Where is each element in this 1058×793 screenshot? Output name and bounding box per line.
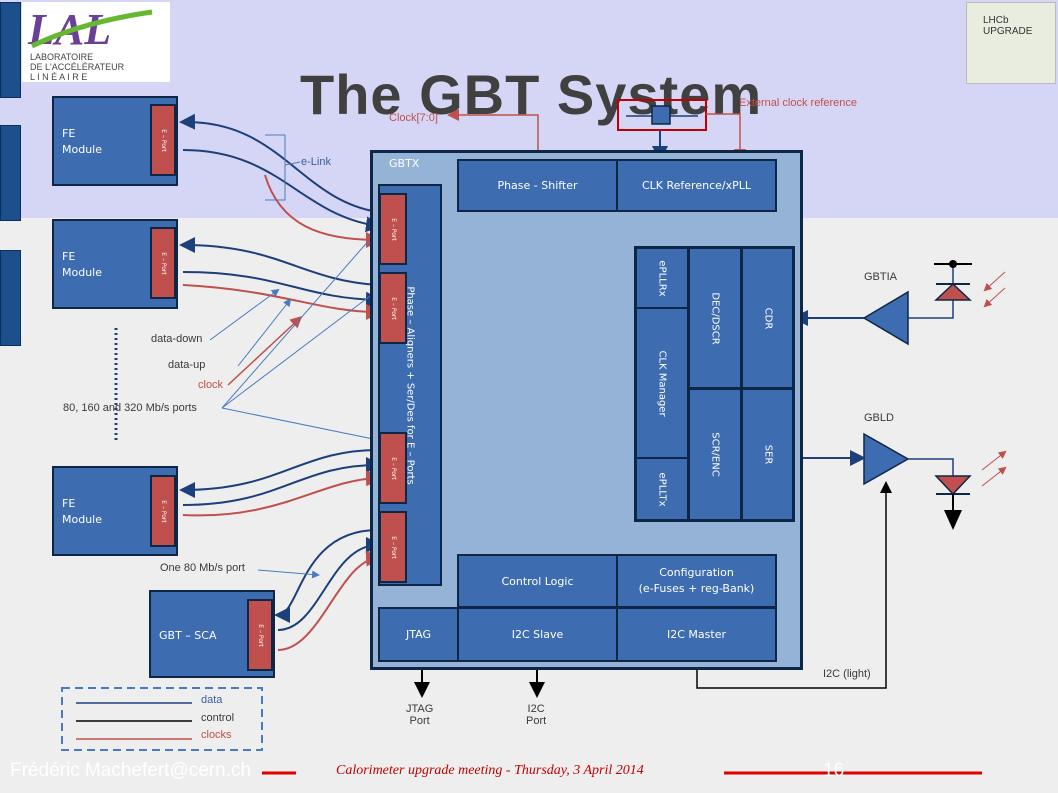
eplltx-block: ePLLTx	[636, 458, 688, 520]
clock-label: clock	[198, 379, 224, 391]
gbtx-eport: E – Port	[379, 511, 407, 583]
port-rates-label: 80, 160 and 320 Mb/s ports	[63, 402, 197, 414]
elink-label: e-Link	[301, 156, 331, 168]
lal-logo: LAL LABORATOIRE DE L'ACCÉLÉRATEUR L I N …	[22, 2, 170, 82]
external-clock-label: External clock reference	[739, 97, 857, 109]
gbtx-eport: E – Port	[379, 272, 407, 344]
lal-line3: L I N É A I R E	[30, 72, 87, 82]
clk-manager-block: CLK Manager	[636, 308, 688, 458]
side-tab	[0, 2, 21, 98]
clock-bus-label: Clock[7:0]	[389, 112, 438, 124]
data-up-label: data-up	[168, 359, 206, 371]
jtag-block: JTAG	[378, 607, 459, 662]
ser-block: SER	[742, 389, 793, 520]
gbld-label: GBLD	[864, 412, 894, 424]
fe-eport: E – Port	[150, 227, 176, 299]
side-tab	[0, 125, 21, 221]
data-down-label: data-down	[151, 333, 203, 345]
side-tab	[0, 250, 21, 346]
scr-enc-block: SCR/ENC	[689, 389, 741, 520]
gbtia-label: GBTIA	[864, 271, 898, 283]
cdr-block: CDR	[742, 248, 793, 388]
gbtx-label: GBTX	[389, 157, 420, 170]
page-number: 16	[823, 760, 845, 781]
phase-shifter-block: Phase - Shifter	[457, 159, 618, 212]
i2c-master-block: I2C Master	[616, 607, 777, 662]
lhcb-upgrade-logo: LHCb UPGRADE	[966, 2, 1056, 84]
legend-control: control	[201, 712, 235, 724]
gbtx-eport: E – Port	[379, 432, 407, 504]
footer-meeting: Calorimeter upgrade meeting - Thursday, …	[336, 763, 644, 778]
sca-eport: E – Port	[247, 599, 273, 671]
lal-line2: DE L'ACCÉLÉRATEUR	[30, 62, 125, 72]
lal-line1: LABORATOIRE	[30, 52, 93, 62]
gbtx-eport: E – Port	[379, 193, 407, 265]
control-logic-block: Control Logic	[457, 554, 618, 608]
legend-data: data	[201, 694, 223, 706]
epllrx-block: ePLLRx	[636, 248, 688, 308]
fe-eport: E – Port	[150, 475, 176, 547]
legend-clocks: clocks	[201, 729, 232, 741]
configuration-block: Configuration(e-Fuses + reg-Bank)	[616, 554, 777, 608]
clk-reference-block: CLK Reference/xPLL	[616, 159, 777, 212]
i2c-light-label: I2C (light)	[823, 668, 871, 680]
one-port-label: One 80 Mb/s port	[160, 562, 245, 574]
fe-eport: E – Port	[150, 104, 176, 176]
footer-author: Frédéric Machefert@cern.ch	[10, 760, 252, 781]
dec-dscr-block: DEC/DSCR	[689, 248, 741, 388]
i2c-slave-block: I2C Slave	[457, 607, 618, 662]
